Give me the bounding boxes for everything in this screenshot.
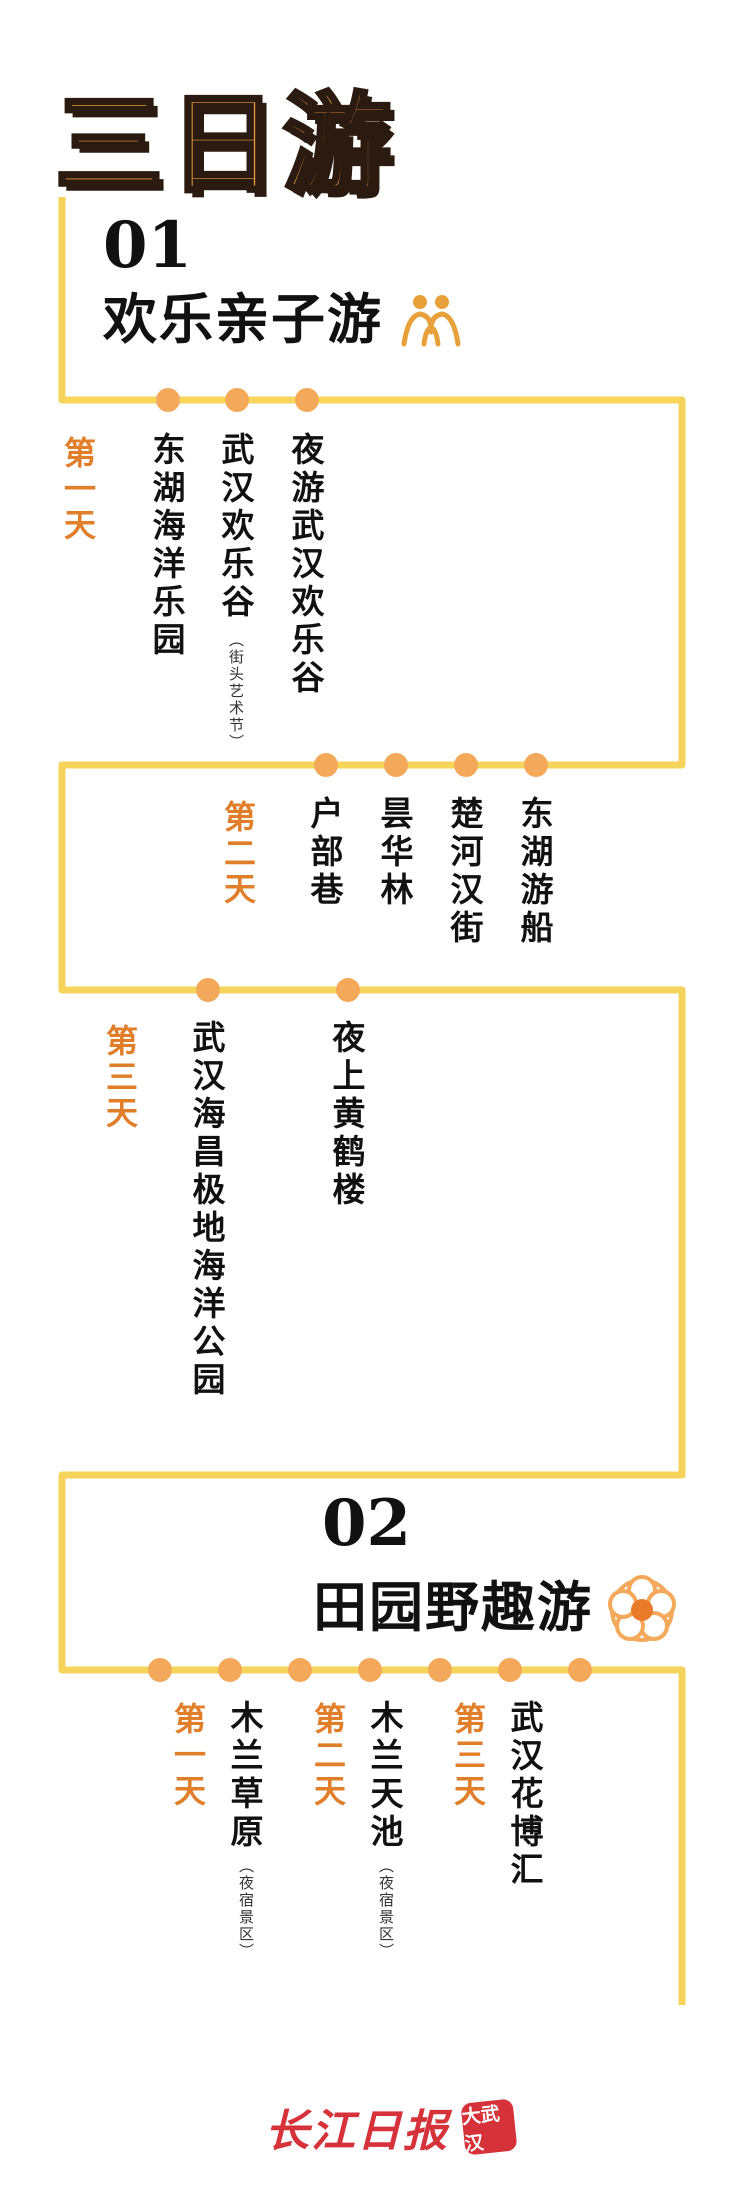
route1-day2-stop-3: 楚河汉街 (445, 796, 484, 948)
route1-name: 欢乐亲子游 (103, 287, 383, 351)
stop-dot (314, 753, 338, 777)
route2-day1-note: （夜宿景区） (237, 1858, 255, 1960)
stop-dot (498, 1658, 522, 1682)
route2-number: 02 (322, 1486, 412, 1561)
family-icon (401, 295, 461, 347)
route1-day2-stop-1: 户部巷 (305, 796, 344, 910)
route1-day2-stop-4: 东湖游船 (515, 796, 554, 948)
route1-day1-stop-2: 武汉欢乐谷 (216, 432, 255, 622)
page-title: 三日游 (53, 81, 398, 210)
route1-day2-stop-2: 昙华林 (375, 796, 414, 910)
route1-day1-label: 第一天 (59, 436, 97, 544)
stop-dot (568, 1658, 592, 1682)
route1-day3-stop-1: 武汉海昌极地海洋公园 (187, 1020, 226, 1400)
stop-dot (295, 388, 319, 412)
stop-dot (384, 753, 408, 777)
route2-day1-label: 第一天 (169, 1702, 207, 1810)
stop-dot (358, 1658, 382, 1682)
route1-number: 01 (103, 208, 193, 283)
route2-day2-stop: 木兰天池 (365, 1700, 404, 1852)
route2-day3-stop: 武汉花博汇 (505, 1700, 544, 1890)
stop-dot (156, 388, 180, 412)
brand-badge: 大武汉 (460, 2098, 518, 2156)
stop-dot (288, 1658, 312, 1682)
route2-day3-label: 第三天 (449, 1702, 487, 1810)
stop-dot (336, 978, 360, 1002)
route1-day2-label: 第二天 (219, 800, 257, 908)
stop-dot (196, 978, 220, 1002)
route2-day2-note: （夜宿景区） (377, 1858, 395, 1960)
route2-day2-label: 第二天 (309, 1702, 347, 1810)
route2-name: 田园野趣游 (313, 1575, 593, 1639)
stop-dot (428, 1658, 452, 1682)
stop-dot (225, 388, 249, 412)
route1-day1-stop-3: 夜游武汉欢乐谷 (286, 432, 325, 698)
stop-dot (524, 753, 548, 777)
route2-day1-stop: 木兰草原 (225, 1700, 264, 1852)
flower-icon (608, 1575, 676, 1642)
stop-dot (218, 1658, 242, 1682)
brand-logo: 长江日报 大武汉 (265, 2095, 518, 2159)
route1-day1-stop-1: 东湖海洋乐园 (147, 432, 186, 660)
stop-dot (454, 753, 478, 777)
route1-day1-stop-2-note: （街头艺术节） (227, 632, 245, 751)
route1-day3-stop-2: 夜上黄鹤楼 (327, 1020, 366, 1210)
stop-dot (148, 1658, 172, 1682)
brand-name: 长江日报 (265, 2106, 449, 2157)
route1-day3-label: 第三天 (101, 1024, 139, 1132)
